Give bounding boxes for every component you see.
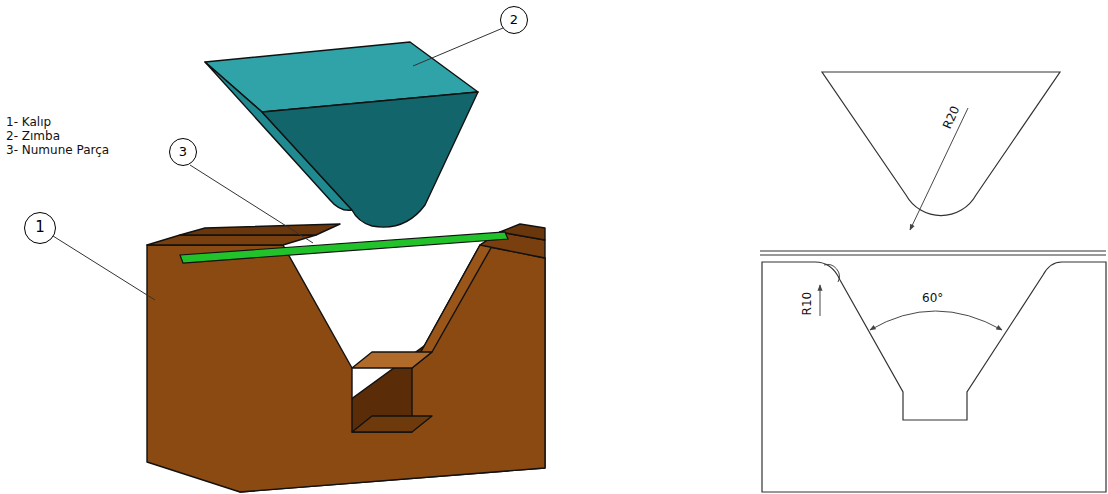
callout-circle: 3 [169, 138, 197, 166]
radius-dimension: R20 [941, 105, 963, 132]
section-drawing [760, 72, 1106, 492]
callout-number: 2 [510, 13, 518, 28]
callout-circle: 1 [24, 212, 56, 244]
radius-dimension: R10 [801, 292, 814, 316]
punch [205, 42, 478, 227]
callout-number: 3 [179, 145, 187, 160]
callout-circle: 2 [500, 6, 528, 34]
sample-strip [180, 232, 508, 263]
legend-line: 1- Kalıp [6, 116, 51, 129]
callout-number: 1 [35, 219, 45, 236]
legend-line: 2- Zımba [6, 130, 60, 143]
die [147, 224, 545, 492]
angle-dimension: 60° [922, 292, 943, 305]
leader-lines [53, 28, 503, 300]
legend-line: 3- Numune Parça [6, 144, 109, 157]
